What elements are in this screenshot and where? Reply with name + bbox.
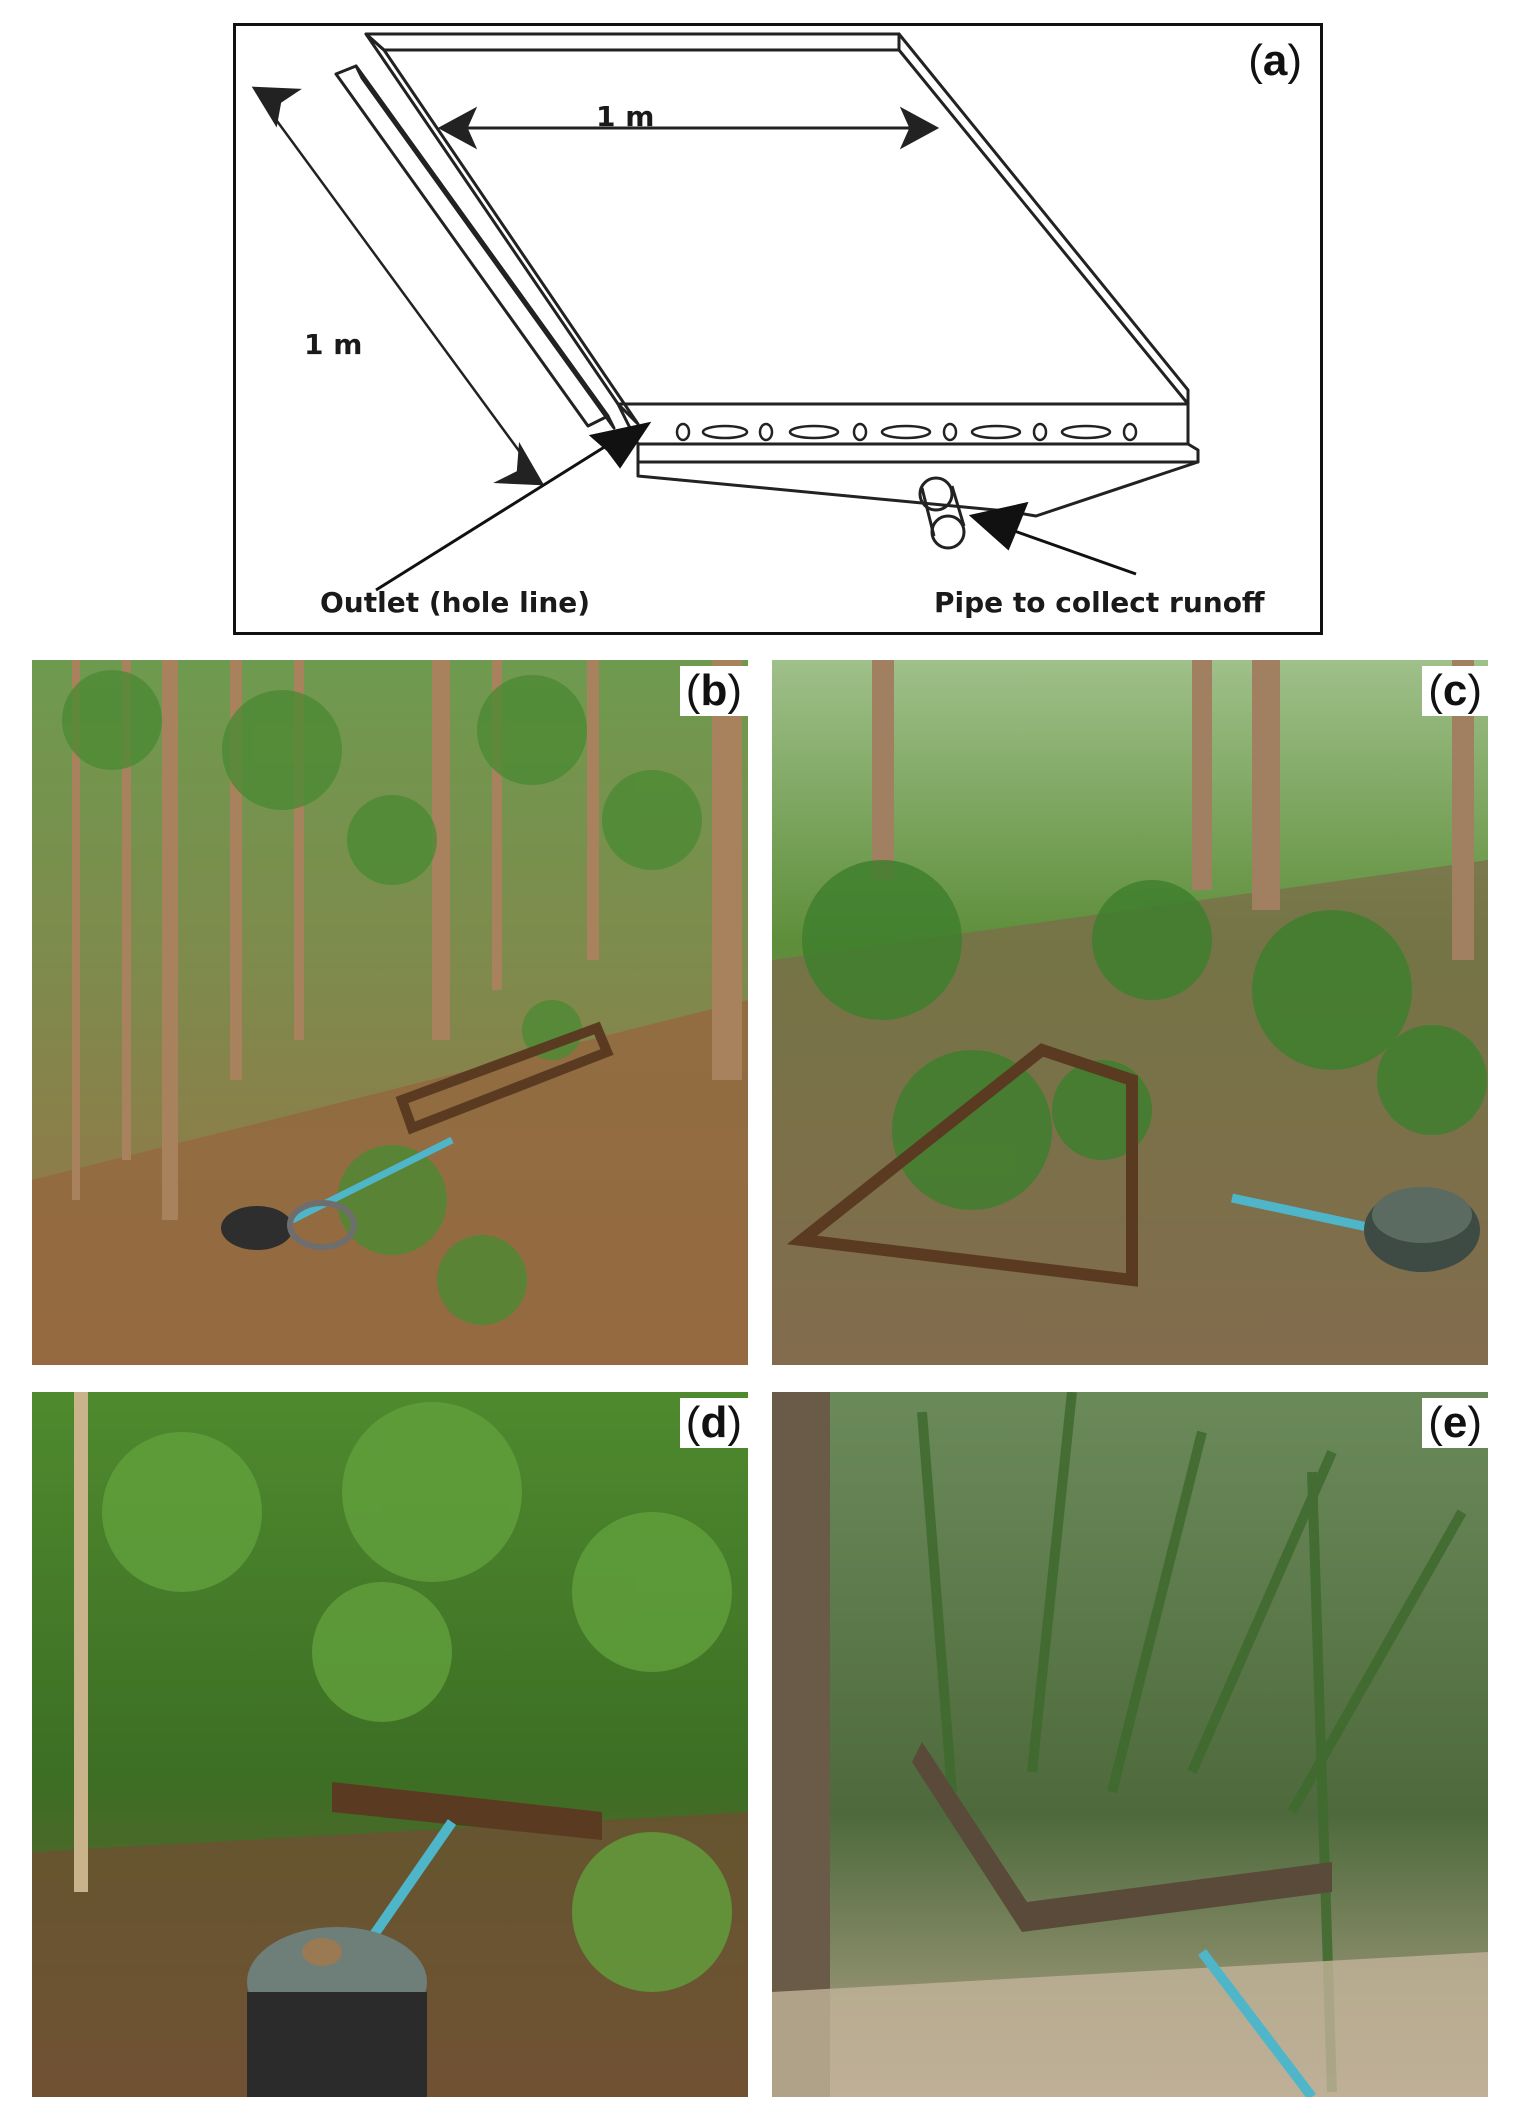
photo-forest-plot-d <box>32 1392 748 2097</box>
outlet-hole-line <box>675 422 1138 442</box>
width-label: 1 m <box>596 100 655 133</box>
photo-teak-forest-plot <box>32 660 748 1365</box>
pipe <box>1198 1948 1316 2097</box>
pipe-leader-arrow <box>968 501 1137 576</box>
runoff-plot-schematic <box>251 32 1200 592</box>
dimension-arrow-width <box>437 106 940 150</box>
pipe <box>1231 1193 1373 1233</box>
frame-left-wall <box>364 32 640 426</box>
frame-right-wall <box>897 32 1190 406</box>
panel-b-photo: (b) <box>32 660 748 1365</box>
panel-c-photo: (c) <box>772 660 1488 1365</box>
panel-a-tag: (a) <box>1242 36 1308 86</box>
panel-a-diagram: 1 m 1 m Outlet (hole line) Pipe to colle… <box>233 23 1323 635</box>
dimension-arrow-length <box>251 86 545 486</box>
panel-d-tag: (d) <box>679 1398 748 1448</box>
collection-trough <box>636 460 1200 518</box>
panel-d-photo: (d) <box>32 1392 748 2097</box>
photo-forest-plot-c <box>772 660 1488 1365</box>
length-label: 1 m <box>304 328 363 361</box>
collection-bucket <box>221 1206 293 1250</box>
outlet-leader-arrow <box>375 421 652 592</box>
panel-b-tag: (b) <box>679 666 748 716</box>
outlet-label: Outlet (hole line) <box>320 586 591 619</box>
panel-e-photo: (e) <box>772 1392 1488 2097</box>
photo-bamboo-plot-e <box>772 1392 1488 2097</box>
panel-c-tag: (c) <box>1422 666 1488 716</box>
plot-frame <box>786 1043 1138 1287</box>
frame-back-edge <box>364 32 901 52</box>
panel-e-tag: (e) <box>1422 1398 1488 1448</box>
plot-frame <box>332 1782 602 1840</box>
plot-frame <box>395 1021 614 1135</box>
pipe <box>290 1136 454 1224</box>
pipe <box>357 1819 457 1955</box>
pipe-label: Pipe to collect runoff <box>934 586 1265 619</box>
plot-frame <box>912 1742 1332 1932</box>
runoff-pipe <box>918 476 966 550</box>
